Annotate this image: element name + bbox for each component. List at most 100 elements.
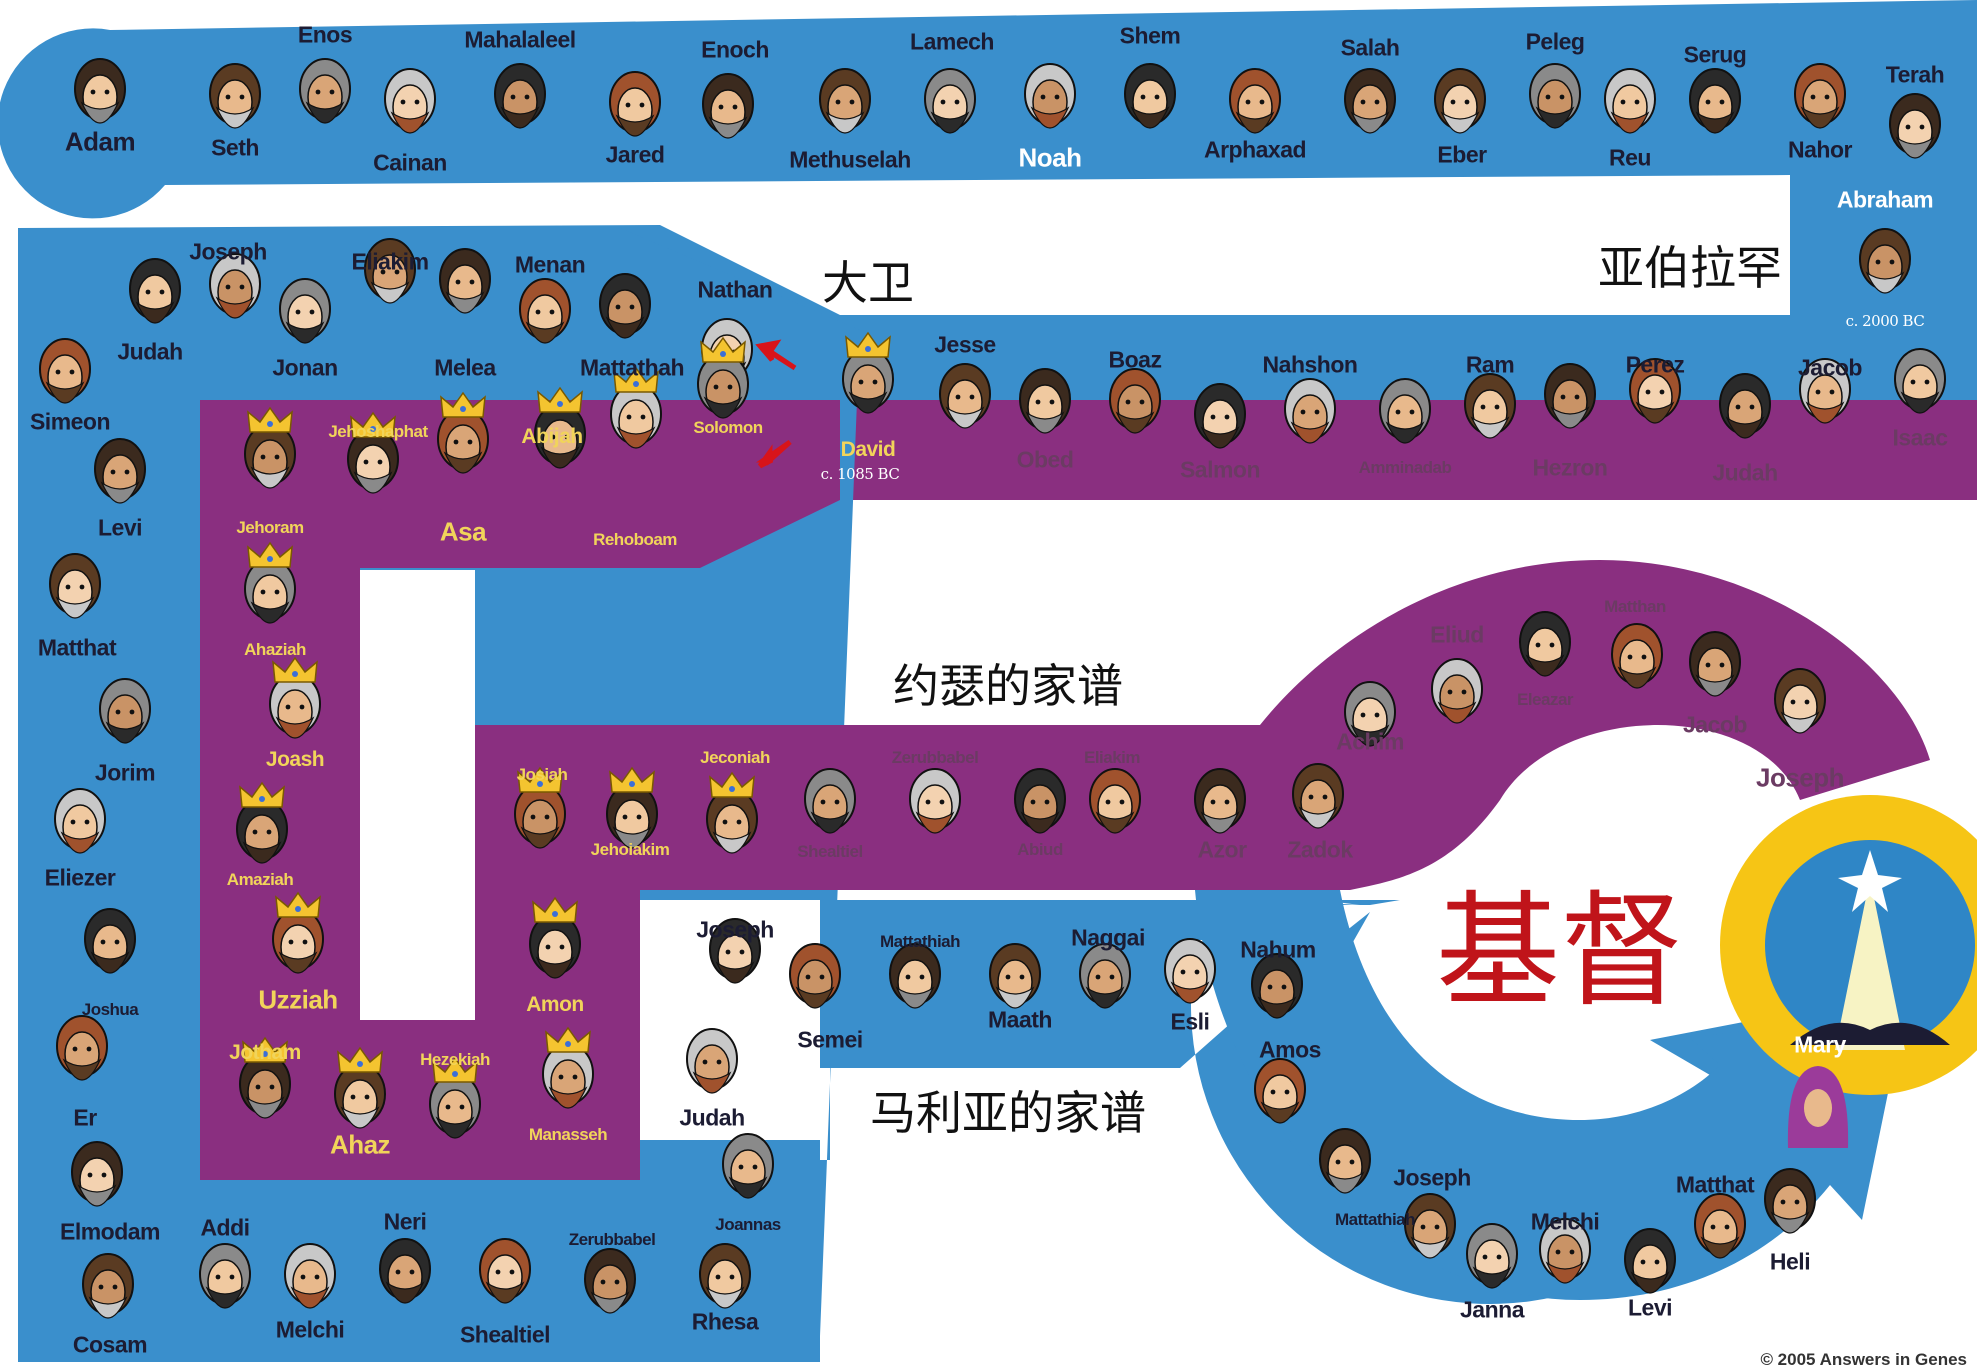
bearded-face-icon <box>49 553 101 619</box>
bearded-face-icon <box>379 1238 431 1304</box>
person-name-mary: Mary <box>1794 1031 1846 1058</box>
bearded-face-icon <box>1544 363 1596 429</box>
bearded-face-icon <box>1319 1128 1371 1194</box>
bearded-face-icon <box>1529 63 1581 129</box>
bearded-face-icon <box>364 238 416 304</box>
crowned-face-icon <box>429 1056 481 1139</box>
bearded-face-icon <box>1014 768 1066 834</box>
person-name-joseph: Joseph <box>189 238 267 265</box>
bearded-face-icon <box>1431 658 1483 724</box>
crowned-face-icon <box>697 336 749 419</box>
person-name-mattathiah: Mattathiah <box>1335 1210 1416 1229</box>
person-name-jacob: Jacob <box>1683 711 1747 738</box>
bearded-face-icon <box>54 788 106 854</box>
bearded-face-icon <box>1539 1218 1591 1284</box>
person-name-mahalaleel: Mahalaleel <box>464 26 576 53</box>
bearded-face-icon <box>804 768 856 834</box>
bearded-face-icon <box>599 273 651 339</box>
person-name-asa: Asa <box>439 516 487 547</box>
person-name-arphaxad: Arphaxad <box>1203 136 1307 163</box>
crowned-face-icon <box>269 656 321 739</box>
bearded-face-icon <box>1689 631 1741 697</box>
person-name-nahum: Nahum <box>1240 936 1316 963</box>
person-name-zerubbabel: Zerubbabel <box>891 748 979 767</box>
person-name-jeconiah: Jeconiah <box>700 748 770 767</box>
bearded-face-icon <box>1164 938 1216 1004</box>
person-name-abraham: Abraham <box>1836 186 1934 213</box>
person-name-nahor: Nahor <box>1788 136 1852 163</box>
bearded-face-icon <box>889 943 941 1009</box>
bearded-face-icon <box>1254 1058 1306 1124</box>
person-name-terah: Terah <box>1885 61 1945 88</box>
bearded-face-icon <box>702 73 754 139</box>
person-name-reu: Reu <box>1609 144 1651 171</box>
person-name-melchi: Melchi <box>1530 1208 1600 1235</box>
bearded-face-icon <box>209 253 261 319</box>
crowned-face-icon <box>334 1046 386 1129</box>
person-name-mattathiah: Mattathiah <box>880 932 961 951</box>
bearded-face-icon <box>1889 93 1941 159</box>
person-name-david: David <box>840 438 896 461</box>
person-name-ahaziah: Ahaziah <box>244 640 306 659</box>
bearded-face-icon <box>1519 611 1571 677</box>
person-name-semei: Semei <box>797 1026 863 1053</box>
crowned-face-icon <box>272 891 324 974</box>
person-name-serug: Serug <box>1683 41 1747 68</box>
bearded-face-icon <box>789 943 841 1009</box>
bearded-face-icon <box>1404 1193 1456 1259</box>
crowned-face-icon <box>606 766 658 849</box>
person-name-peleg: Peleg <box>1525 28 1585 55</box>
bearded-face-icon <box>39 338 91 404</box>
person-name-ram: Ram <box>1465 351 1515 378</box>
light-beam-icon <box>1835 878 1905 1050</box>
person-name-amon: Amon <box>526 993 584 1016</box>
person-name-joseph: Joseph <box>1755 762 1845 793</box>
crowned-face-icon <box>239 1036 291 1119</box>
person-name-esli: Esli <box>1170 1008 1210 1035</box>
crowned-face-icon <box>542 1026 594 1109</box>
person-name-rehoboam: Rehoboam <box>593 530 677 549</box>
crowned-face-icon <box>842 331 894 414</box>
person-name-shealtiel: Shealtiel <box>459 1321 551 1348</box>
bearded-face-icon <box>99 678 151 744</box>
portrait-layer <box>39 58 1946 1319</box>
person-name-eber: Eber <box>1437 141 1487 168</box>
person-name-perez: Perez <box>1625 351 1685 378</box>
person-name-eliud: Eliud <box>1430 621 1484 648</box>
bearded-face-icon <box>609 71 661 137</box>
person-name-hezekiah: Hezekiah <box>420 1050 490 1069</box>
bearded-face-icon <box>94 438 146 504</box>
bearded-face-icon <box>1466 1223 1518 1289</box>
person-name-judah: Judah <box>117 338 183 365</box>
person-name-solomon: Solomon <box>693 418 763 437</box>
bearded-face-icon <box>1292 763 1344 829</box>
person-name-jacob: Jacob <box>1798 354 1862 381</box>
bearded-face-icon <box>584 1248 636 1314</box>
bearded-face-icon <box>1611 623 1663 689</box>
bearded-face-icon <box>74 58 126 124</box>
person-name-jorim: Jorim <box>94 759 156 786</box>
person-name-jesse: Jesse <box>934 331 996 358</box>
bearded-face-icon <box>686 1028 738 1094</box>
bearded-face-icon <box>384 68 436 134</box>
bearded-face-icon <box>939 363 991 429</box>
crowned-face-icon <box>610 366 662 449</box>
bearded-face-icon <box>129 258 181 324</box>
person-name-adam: Adam <box>64 126 136 157</box>
person-name-nathan: Nathan <box>697 276 773 303</box>
person-name-matthan: Matthan <box>1604 597 1666 616</box>
bearded-face-icon <box>699 1243 751 1309</box>
person-name-maath: Maath <box>988 1006 1052 1033</box>
bearded-face-icon <box>722 1133 774 1199</box>
person-name-azor: Azor <box>1197 836 1247 863</box>
bearded-face-icon <box>819 68 871 134</box>
arrow-to-nathan-icon <box>755 339 797 371</box>
person-name-obed: Obed <box>1016 446 1074 473</box>
bearded-face-icon <box>199 1243 251 1309</box>
bearded-face-icon <box>284 1243 336 1309</box>
person-name-jared: Jared <box>605 141 665 168</box>
person-name-jotham: Jotham <box>229 1041 301 1064</box>
person-name-jehoram: Jehoram <box>236 518 304 537</box>
